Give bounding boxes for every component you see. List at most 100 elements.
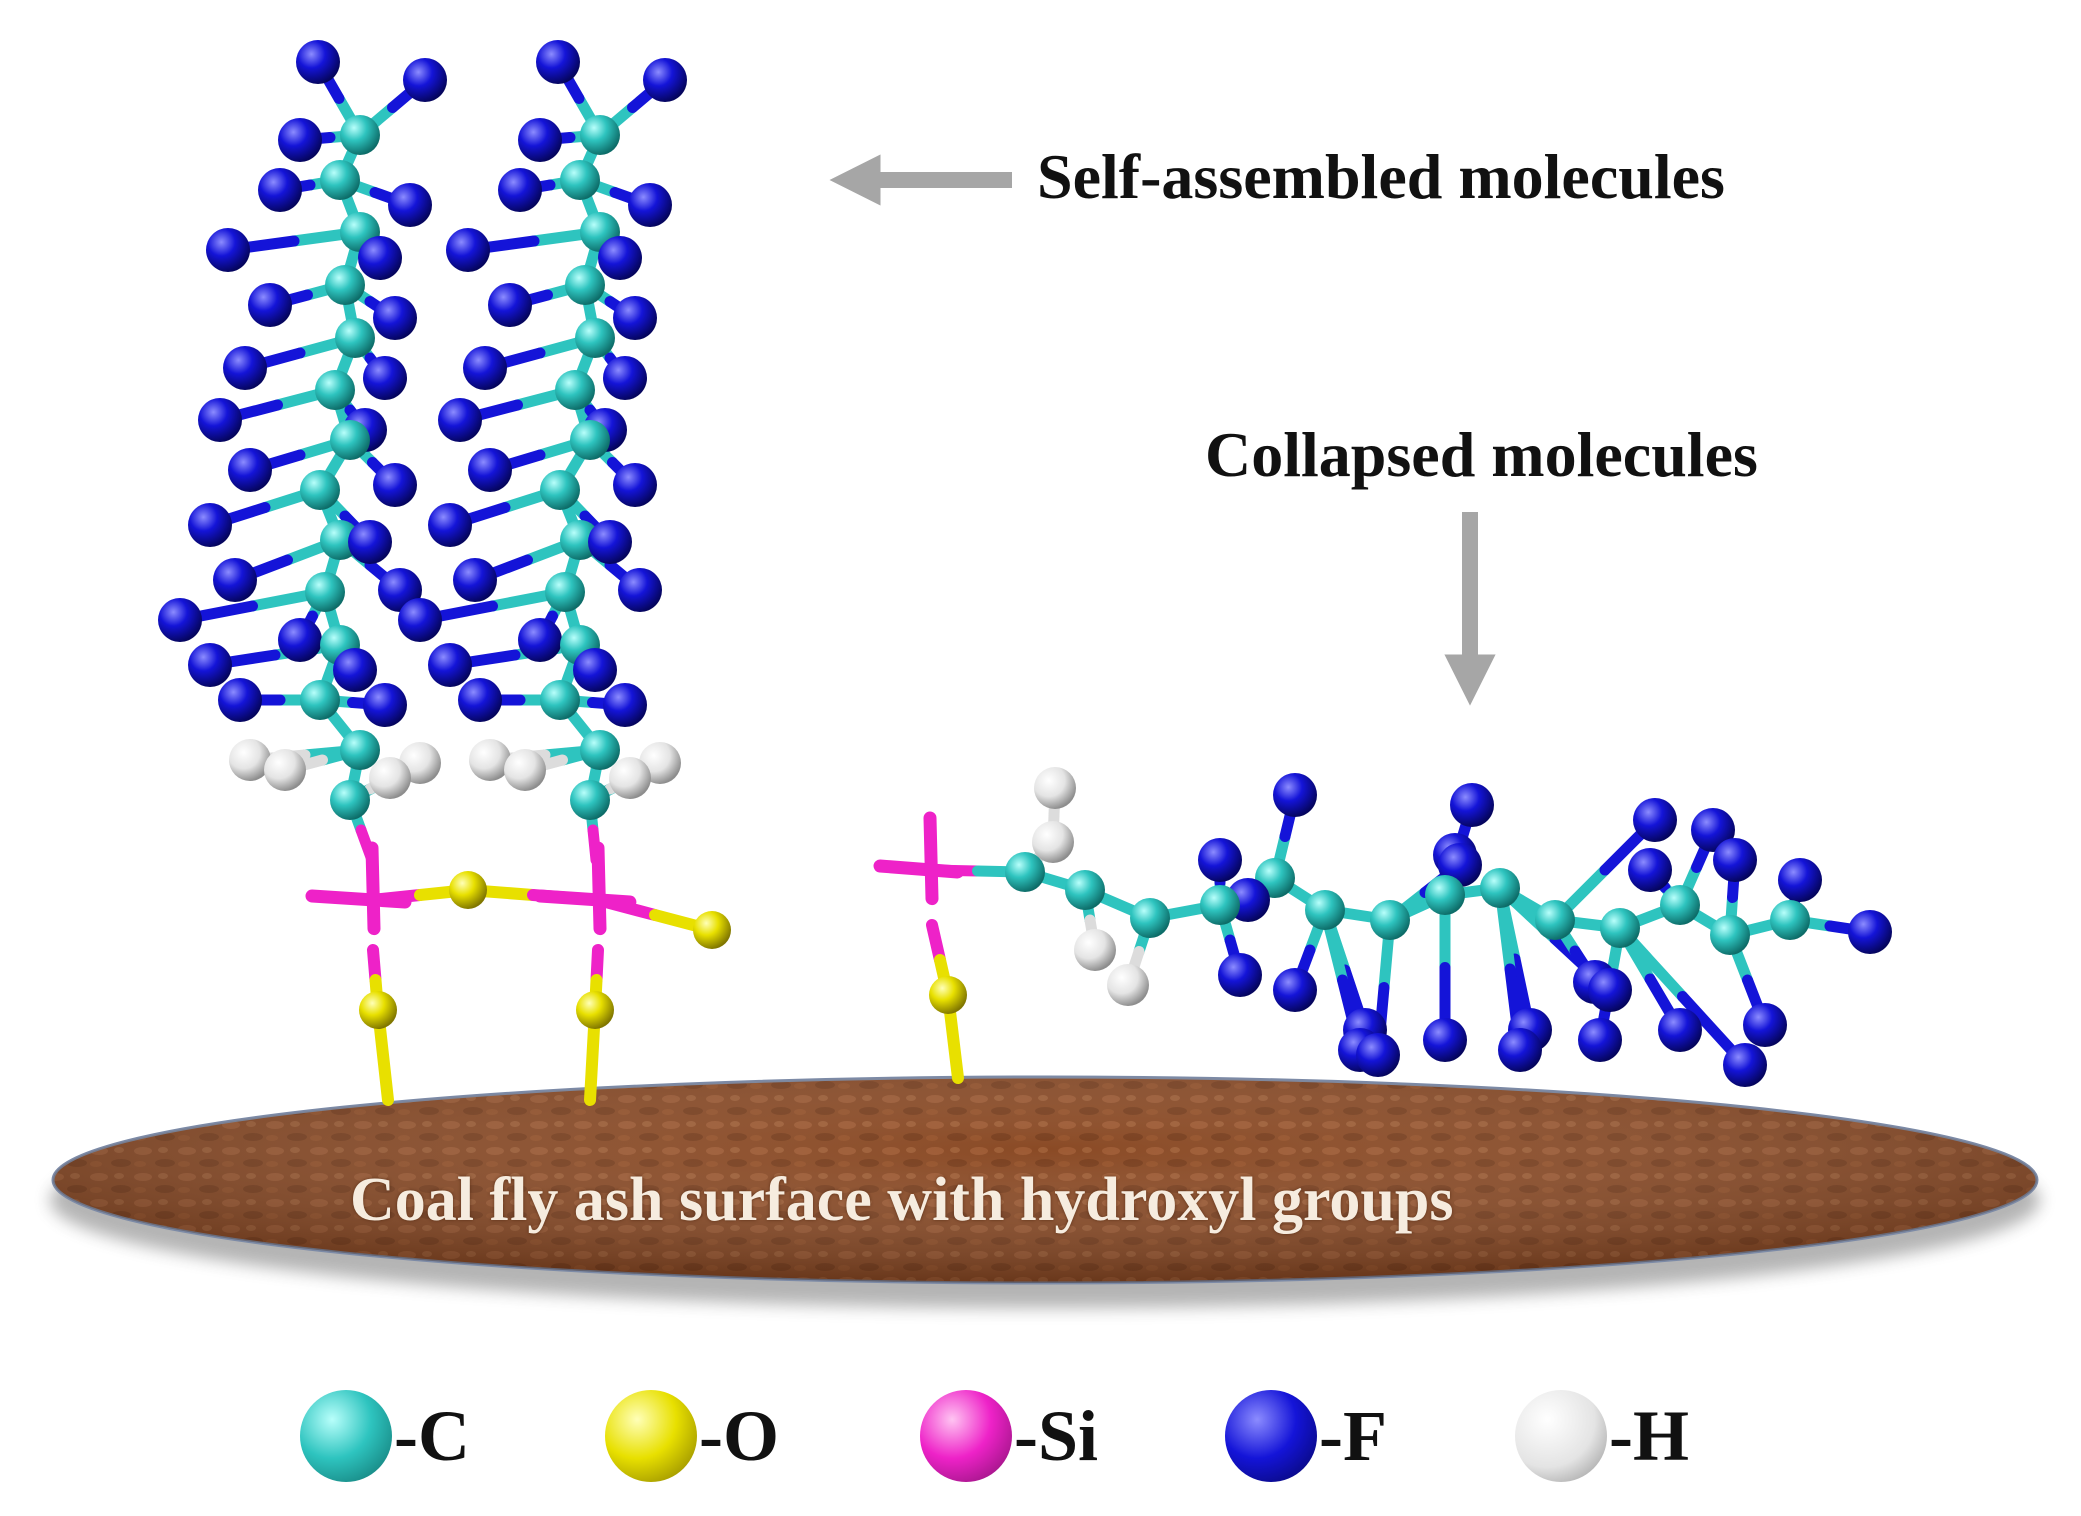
fluorine-atom [348, 520, 392, 564]
carbon-atom [300, 680, 340, 720]
carbon-atom [325, 265, 365, 305]
fluorine-atom [603, 683, 647, 727]
self-assembled-label: Self-assembled molecules [1037, 141, 1725, 212]
carbon-atom [1130, 898, 1170, 938]
fluorine-atom [428, 503, 472, 547]
fluorine-atom [498, 168, 542, 212]
fluorine-atom [468, 448, 512, 492]
fluorine-atom [1743, 1003, 1787, 1047]
fluorine-atom [613, 463, 657, 507]
legend-item-oxygen: -O [605, 1388, 779, 1484]
silicon-bond [924, 864, 983, 877]
fluorine-atom [1273, 968, 1317, 1012]
surface-label: Coal fly ash surface with hydroxyl group… [350, 1166, 1454, 1234]
legend-symbol: -F [1319, 1395, 1387, 1476]
fluorine-atom [536, 40, 580, 84]
carbon-atom [1535, 900, 1575, 940]
carbon-atom [1005, 852, 1045, 892]
carbon-atom [580, 115, 620, 155]
fluorine-atom [603, 356, 647, 400]
fluorine-atom [278, 118, 322, 162]
fluorine-atom [1218, 953, 1262, 997]
fluorine-atom [1588, 968, 1632, 1012]
hydrogen-atom [1107, 964, 1149, 1006]
carbon-atom [340, 115, 380, 155]
fluorine-atom-icon [1225, 1390, 1317, 1482]
fluorine-atom [1658, 1008, 1702, 1052]
fluorine-atom [188, 643, 232, 687]
fluorine-atom [618, 568, 662, 612]
carbon-atom [1305, 890, 1345, 930]
fluorine-atom [628, 183, 672, 227]
fluorine-atom [1633, 798, 1677, 842]
fluorine-atom [363, 356, 407, 400]
silicon-atom-icon [920, 1390, 1012, 1482]
carbon-atom [540, 470, 580, 510]
carbon-atom [1065, 870, 1105, 910]
fluorine-atom [518, 618, 562, 662]
fluorine-atom [358, 236, 402, 280]
hydrogen-atom [609, 757, 651, 799]
fluorine-atom [1578, 1018, 1622, 1062]
fluorine-atom [1356, 1033, 1400, 1077]
fluorine-atom [373, 463, 417, 507]
fluorine-atom [218, 678, 262, 722]
fluorine-atom [1713, 838, 1757, 882]
fluorine-atom [1848, 910, 1892, 954]
silicon-bond [923, 811, 939, 906]
fluorine-atom [518, 118, 562, 162]
silicon-bond [591, 841, 607, 936]
carbon-atom [315, 370, 355, 410]
carbon-atom [330, 780, 370, 820]
legend-symbol: -C [394, 1395, 470, 1476]
hydrogen-atom [1074, 929, 1116, 971]
legend-symbol: -Si [1014, 1395, 1099, 1476]
silicon-bond [592, 894, 661, 921]
legend-item-hydrogen: -H [1515, 1388, 1689, 1484]
fluorine-atom [446, 228, 490, 272]
fluorine-atom [598, 236, 642, 280]
carbon-atom [575, 318, 615, 358]
fluorine-atom [458, 678, 502, 722]
hydrogen-atom [504, 749, 546, 791]
carbon-atom-icon [300, 1390, 392, 1482]
carbon-atom [580, 730, 620, 770]
fluorine-atom [223, 346, 267, 390]
fluorine-atom [373, 296, 417, 340]
carbon-atom [560, 160, 600, 200]
carbon-atom [1710, 915, 1750, 955]
oxygen-atom [576, 991, 614, 1029]
carbon-atom [1370, 900, 1410, 940]
carbon-atom [1425, 875, 1465, 915]
fluorine-atom [333, 648, 377, 692]
oxygen-atom [449, 871, 487, 909]
fluorine-atom [363, 683, 407, 727]
fluorine-atom [428, 643, 472, 687]
fluorine-atom [1450, 783, 1494, 827]
carbon-atom [1480, 868, 1520, 908]
fluorine-atom [158, 598, 202, 642]
carbon-atom [340, 730, 380, 770]
fluorine-atom [588, 520, 632, 564]
fluorine-atom [438, 398, 482, 442]
carbon-atom [330, 420, 370, 460]
carbon-atom [1770, 900, 1810, 940]
fluorine-atom [573, 648, 617, 692]
fluorine-atom [258, 168, 302, 212]
carbon-atom [335, 318, 375, 358]
oxygen-atom-icon [605, 1390, 697, 1482]
fluorine-atom [188, 503, 232, 547]
carbon-atom [545, 572, 585, 612]
fluorine-atom [1723, 1043, 1767, 1087]
oxygen-atom [359, 991, 397, 1029]
silicon-bond [527, 889, 604, 906]
hydrogen-atom [229, 739, 271, 781]
hydrogen-atom [264, 749, 306, 791]
hydrogen-atom [469, 739, 511, 781]
hydrogen-atom [369, 757, 411, 799]
silicon-bond [365, 841, 381, 936]
carbon-atom [570, 420, 610, 460]
legend-item-carbon: -C [300, 1388, 470, 1484]
